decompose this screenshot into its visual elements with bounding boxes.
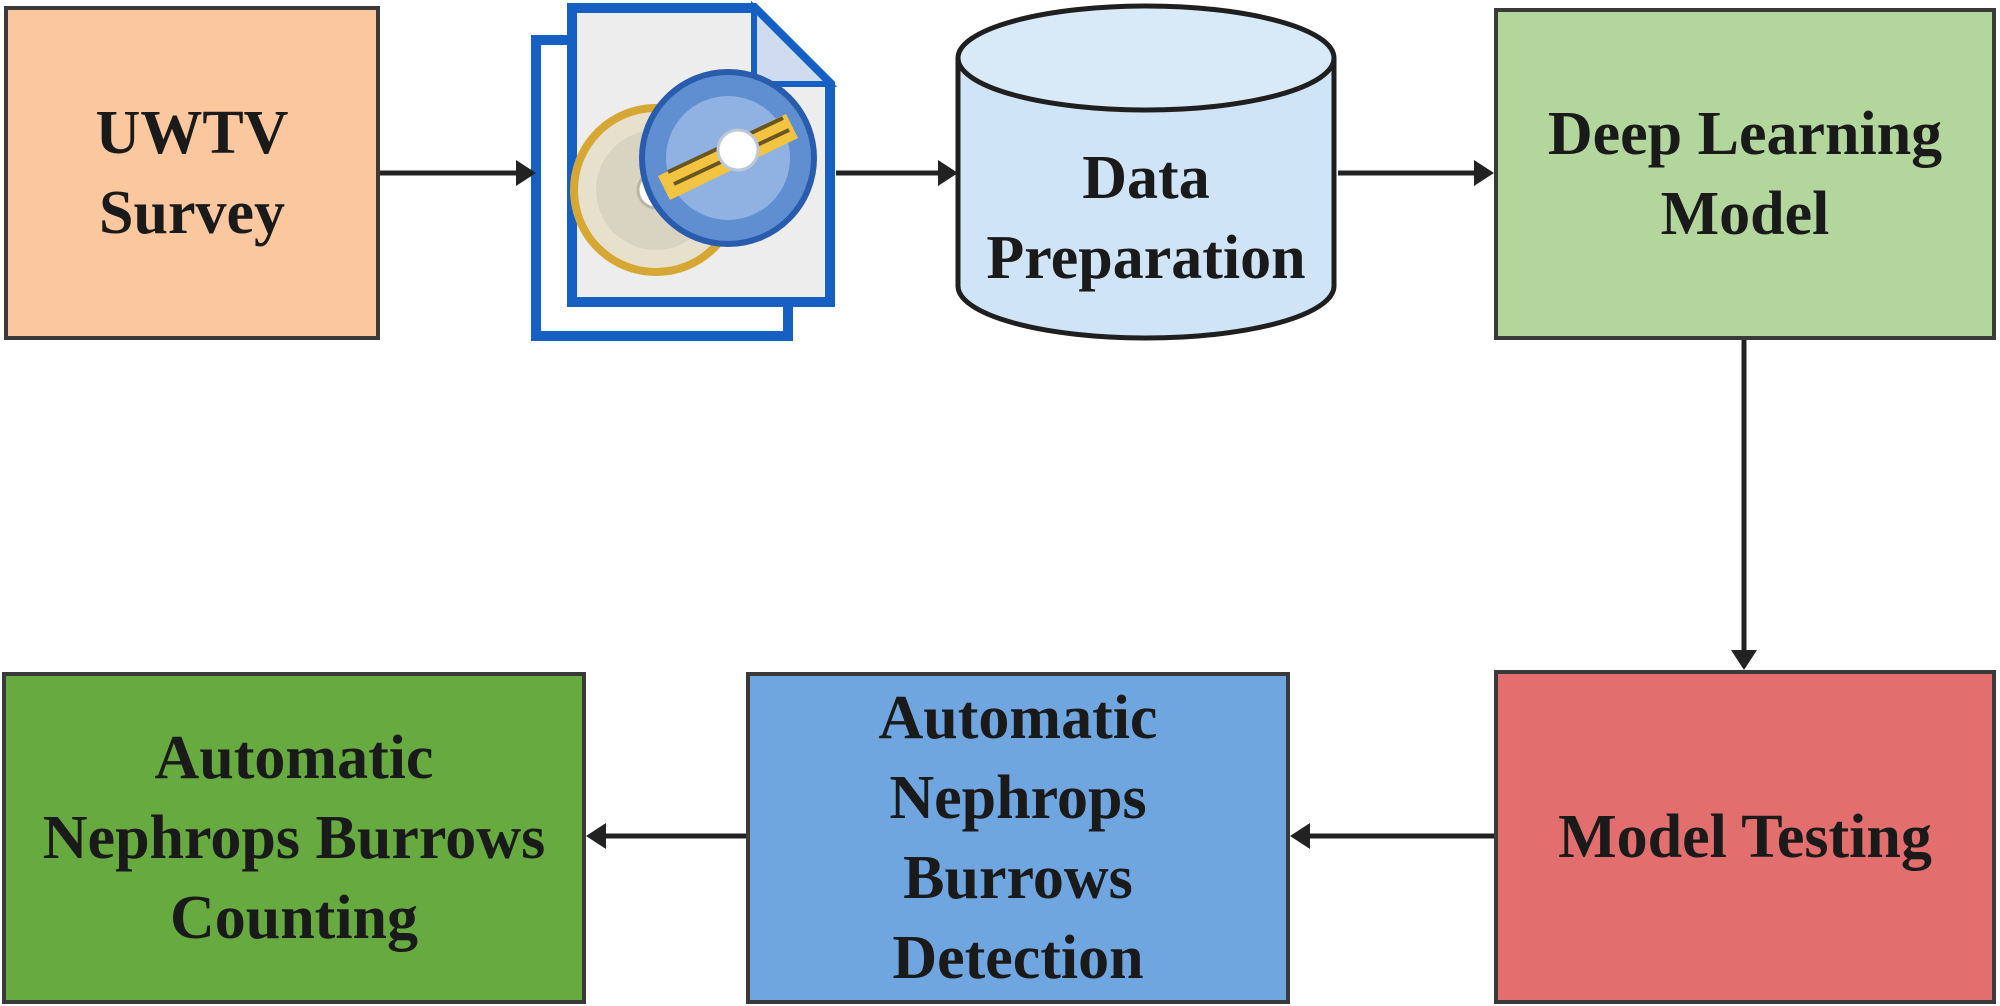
node-data-preparation-shape	[955, 3, 1337, 341]
node-data-preparation: Data Preparation	[954, 108, 1338, 328]
page-fold-shape	[751, 0, 838, 87]
video-files-icon	[531, 0, 838, 341]
arrowhead-testing-to-detection	[1290, 823, 1310, 849]
node-deep-learning-model-label: Deep Learning Model	[1547, 100, 1943, 248]
arrowhead-preparation-to-model	[1474, 160, 1494, 186]
arrowhead-model-to-testing	[1731, 650, 1757, 670]
node-burrows-detection: Automatic Nephrops Burrows Detection	[746, 672, 1290, 1004]
arrowhead-survey-to-files	[516, 160, 536, 186]
arrowhead-files-to-preparation	[938, 160, 958, 186]
arrowhead-detection-to-counting	[586, 823, 606, 849]
node-uwtv-survey: UWTV Survey	[4, 6, 380, 340]
node-model-testing-label: Model Testing	[1558, 803, 1932, 871]
node-deep-learning-model: Deep Learning Model	[1494, 8, 1996, 340]
node-data-preparation-label: Data Preparation	[986, 144, 1306, 292]
node-burrows-counting: Automatic Nephrops Burrows Counting	[2, 672, 586, 1004]
node-uwtv-survey-label: UWTV Survey	[95, 99, 289, 247]
node-model-testing: Model Testing	[1494, 670, 1996, 1004]
node-burrows-detection-label: Automatic Nephrops Burrows Detection	[878, 684, 1158, 992]
node-burrows-counting-label: Automatic Nephrops Burrows Counting	[42, 724, 546, 952]
